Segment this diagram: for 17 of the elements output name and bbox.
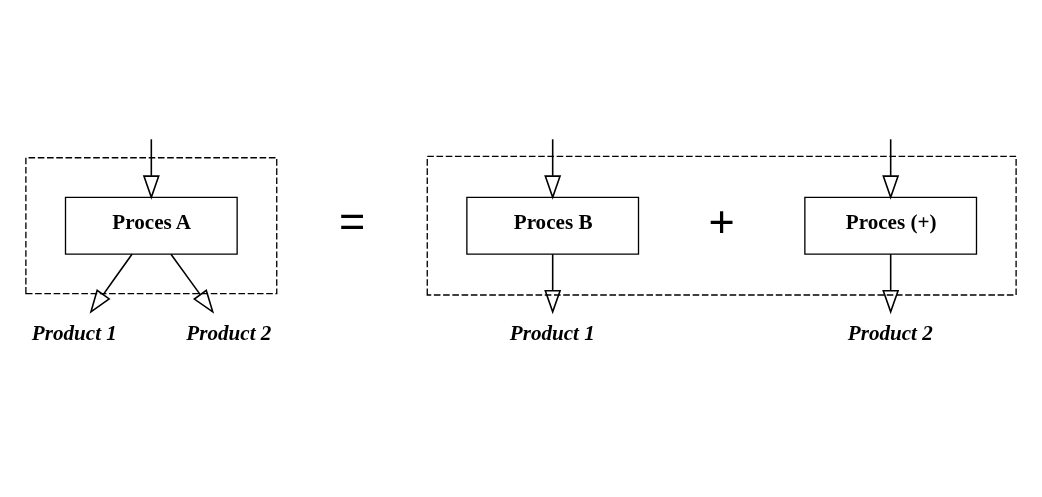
- node-text: Product 1: [509, 320, 595, 345]
- cluster: [426, 155, 1017, 296]
- node-text: Product 2: [847, 320, 933, 345]
- node-box: Proces (+): [804, 196, 978, 255]
- node-text: Product 1: [31, 320, 117, 345]
- arrow: [89, 252, 133, 314]
- node-text: Product 2: [186, 320, 272, 345]
- arrow: [142, 138, 160, 200]
- label: =: [338, 195, 366, 247]
- node-box: Proces A: [64, 196, 238, 255]
- arrow: [544, 252, 562, 314]
- arrow: [882, 252, 900, 314]
- arrow: [170, 252, 215, 314]
- label: +: [708, 195, 735, 247]
- node-box: Proces B: [466, 196, 640, 255]
- arrow: [882, 138, 900, 200]
- arrow: [544, 138, 562, 200]
